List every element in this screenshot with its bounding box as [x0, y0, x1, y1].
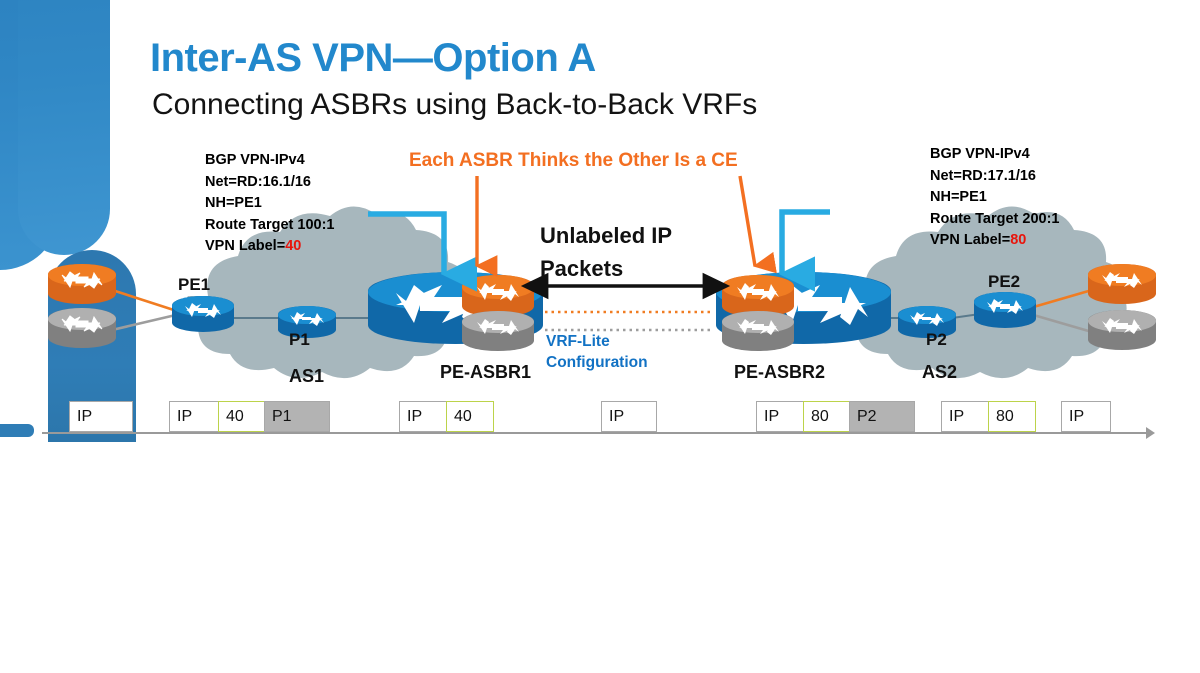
label-pe-asbr2: PE-ASBR2	[734, 362, 826, 382]
packet-timeline-arrowhead	[1146, 427, 1155, 439]
packet-box: IP	[169, 401, 219, 432]
page-subtitle: Connecting ASBRs using Back-to-Back VRFs	[152, 88, 758, 121]
router-pe2	[974, 292, 1036, 328]
annotation-left-line1: BGP VPN-IPv4	[205, 152, 305, 168]
packet-box: IP	[69, 401, 133, 432]
router-pe1	[172, 296, 234, 332]
packet-box: IP	[399, 401, 447, 432]
label-pe2: PE2	[988, 272, 1021, 291]
annotation-right-vpnlabel-value: 80	[1010, 232, 1027, 248]
router-pe-asbr1-gray-vrf	[462, 311, 534, 351]
label-p1: P1	[289, 330, 310, 349]
label-pe1: PE1	[178, 275, 211, 294]
asbr-ce-note: Each ASBR Thinks the Other Is a CE	[409, 150, 738, 171]
packet-box: 80	[803, 401, 850, 432]
annotation-left: BGP VPN-IPv4 Net=RD:16.1/16 NH=PE1 Route…	[205, 150, 334, 258]
annotation-right: BGP VPN-IPv4 Net=RD:17.1/16 NH=PE1 Route…	[930, 144, 1059, 252]
vrf-lite-note: VRF-Lite Configuration	[546, 333, 648, 371]
label-p2: P2	[926, 330, 947, 349]
router-ce2-gray	[1088, 310, 1156, 350]
page-title: Inter-AS VPN—Option A	[150, 36, 596, 80]
packet-group-4: IP	[601, 401, 657, 432]
router-p1	[278, 306, 336, 338]
link-ce1gray-pe1	[111, 312, 181, 332]
packet-box: P2	[849, 401, 915, 432]
annotation-right-vpnlabel-prefix: VPN Label=	[930, 232, 1011, 248]
label-as2: AS2	[922, 362, 958, 382]
annotation-right-line2: Net=RD:17.1/16	[930, 167, 1036, 184]
annotation-left-vpnlabel-prefix: VPN Label=	[205, 238, 286, 254]
annotation-right-line1: BGP VPN-IPv4	[930, 146, 1030, 162]
annotation-right-line5: VPN Label=80	[930, 230, 1059, 252]
link-ce1orange-pe1	[111, 288, 181, 314]
packet-box: IP	[601, 401, 657, 432]
packet-box: IP	[756, 401, 804, 432]
router-ce1-orange	[48, 264, 116, 304]
annotation-left-line5: VPN Label=40	[205, 236, 334, 258]
router-pe-asbr2-gray-vrf	[722, 311, 794, 351]
packet-box: P1	[264, 401, 330, 432]
packet-box: IP	[1061, 401, 1111, 432]
annotation-left-vpnlabel-value: 40	[285, 238, 302, 254]
unlabeled-ip-packets-note: Unlabeled IP Packets	[540, 223, 672, 281]
decorative-blue-sliver	[0, 424, 34, 437]
annotation-right-line4: Route Target 200:1	[930, 210, 1060, 227]
annotation-left-line4: Route Target 100:1	[205, 216, 335, 233]
packet-box: 80	[988, 401, 1036, 432]
decorative-blue-blob-2	[18, 0, 110, 255]
annotation-right-line3: NH=PE1	[930, 189, 987, 205]
link-pe2-ce2orange	[1029, 288, 1093, 310]
router-ce1-gray	[48, 308, 116, 348]
packet-box: IP	[941, 401, 989, 432]
router-ce2-orange	[1088, 264, 1156, 304]
label-as1: AS1	[289, 366, 325, 386]
packet-box: 40	[446, 401, 494, 432]
label-pe-asbr1: PE-ASBR1	[440, 362, 532, 382]
link-pe2-ce2gray	[1029, 312, 1093, 334]
packet-group-1: IP	[69, 401, 133, 432]
router-p2	[898, 306, 956, 338]
annotation-left-line2: Net=RD:16.1/16	[205, 173, 311, 190]
annotation-left-line3: NH=PE1	[205, 195, 262, 211]
packet-group-7: IP	[1061, 401, 1111, 432]
packet-box: 40	[218, 401, 265, 432]
packet-timeline-axis	[42, 432, 1150, 434]
